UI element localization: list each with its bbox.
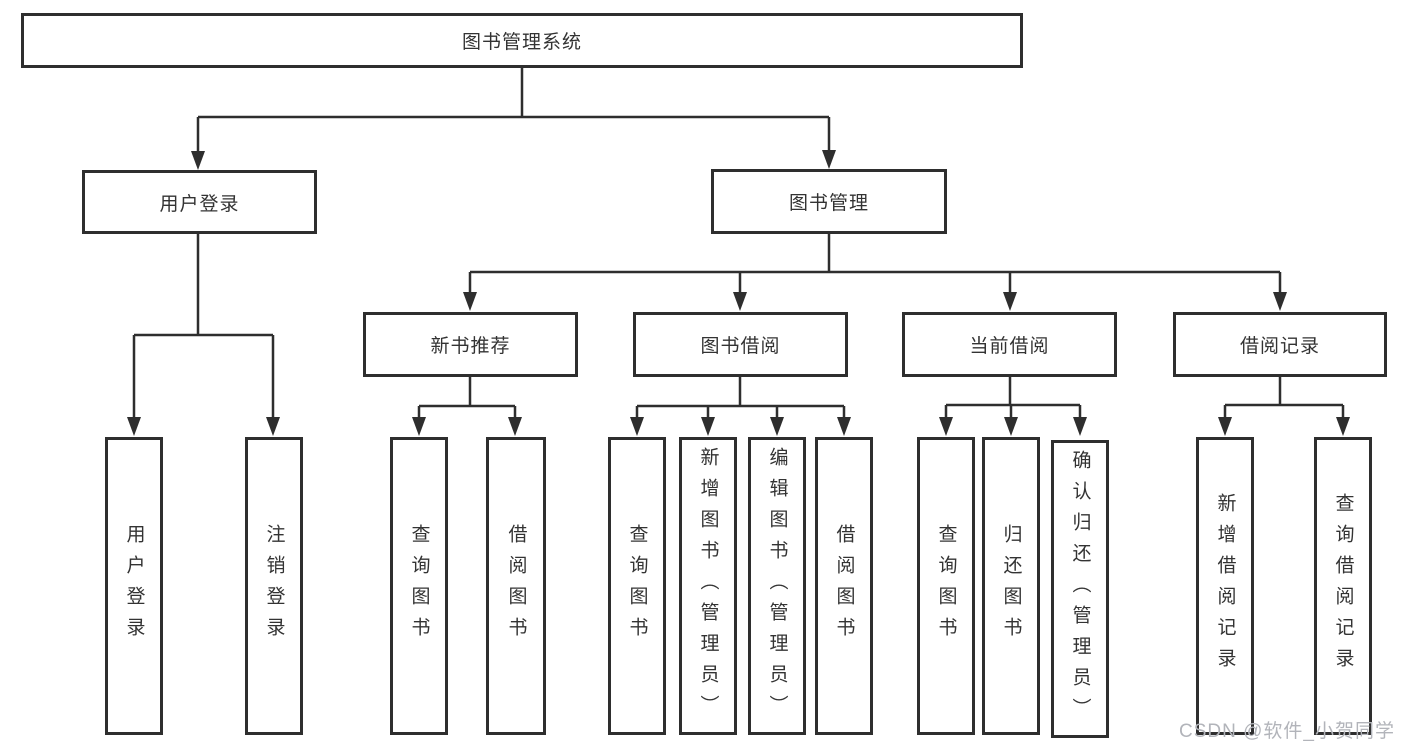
leaf-borrow-book-2: 借阅图书: [815, 437, 873, 735]
leaf-add-borrow-record: 新增借阅记录: [1196, 437, 1254, 735]
node-label: 用户登录: [123, 524, 145, 648]
leaf-logout: 注销登录: [245, 437, 303, 735]
arrowhead: [1073, 417, 1087, 436]
arrowhead: [1003, 292, 1017, 311]
arrowhead: [127, 417, 141, 436]
node-label: 新增图书（管理员）: [697, 446, 719, 726]
node-book-management: 图书管理: [711, 169, 947, 234]
connector-root-to-level2: [196, 68, 831, 151]
arrowhead: [770, 417, 784, 436]
connector-borrowrecord-to-leaves: [1223, 377, 1345, 418]
arrowhead: [463, 292, 477, 311]
leaf-confirm-return-admin: 确认归还（管理员）: [1051, 440, 1109, 738]
node-label: 用户登录: [159, 193, 240, 215]
connector-bookborrow-to-leaves: [635, 377, 846, 418]
leaf-query-book-3: 查询图书: [917, 437, 975, 735]
arrowhead: [266, 417, 280, 436]
node-current-borrow: 当前借阅: [902, 312, 1117, 377]
arrowhead: [508, 417, 522, 436]
node-library-management-system: 图书管理系统: [21, 13, 1023, 68]
node-user-login: 用户登录: [82, 170, 317, 234]
node-label: 借阅图书: [833, 524, 855, 648]
node-label: 图书管理系统: [461, 32, 582, 53]
node-label: 图书借阅: [700, 336, 781, 357]
node-label: 查询借阅记录: [1332, 493, 1354, 679]
node-label: 确认归还（管理员）: [1069, 449, 1091, 729]
arrowhead: [191, 151, 205, 170]
leaf-user-login: 用户登录: [105, 437, 163, 735]
node-label: 新增借阅记录: [1214, 493, 1236, 679]
arrowhead: [822, 150, 836, 169]
arrowhead: [939, 417, 953, 436]
connector-userlogin-to-leaves: [132, 234, 275, 418]
node-label: 借阅图书: [505, 524, 527, 648]
leaf-query-book-1: 查询图书: [390, 437, 448, 735]
node-label: 图书管理: [788, 193, 869, 214]
arrowhead: [412, 417, 426, 436]
leaf-borrow-book-1: 借阅图书: [486, 437, 546, 735]
leaf-return-book: 归还图书: [982, 437, 1040, 735]
arrowhead: [733, 292, 747, 311]
arrowhead: [701, 417, 715, 436]
arrowhead: [1004, 417, 1018, 436]
arrowhead: [1336, 417, 1350, 436]
node-label: 归还图书: [1000, 524, 1022, 648]
arrowhead: [630, 417, 644, 436]
node-label: 当前借阅: [969, 336, 1050, 357]
leaf-add-book-admin: 新增图书（管理员）: [679, 437, 737, 735]
node-label: 查询图书: [408, 524, 430, 648]
leaf-query-book-2: 查询图书: [608, 437, 666, 735]
node-label: 查询图书: [626, 524, 648, 648]
arrowhead: [1273, 292, 1287, 311]
connector-bookmgmt-to-level3: [468, 234, 1282, 293]
connector-currentborrow-to-leaves: [944, 377, 1082, 418]
leaf-edit-book-admin: 编辑图书（管理员）: [748, 437, 806, 735]
csdn-watermark: CSDN @软件_小贺同学: [1179, 721, 1395, 742]
arrowhead: [1218, 417, 1232, 436]
node-borrow-record: 借阅记录: [1173, 312, 1387, 377]
leaf-query-borrow-record: 查询借阅记录: [1314, 437, 1372, 735]
arrowhead: [837, 417, 851, 436]
node-label: 编辑图书（管理员）: [766, 446, 788, 726]
node-label: 借阅记录: [1239, 336, 1320, 357]
connector-newbook-to-leaves: [417, 377, 517, 418]
node-new-book-recommend: 新书推荐: [363, 312, 578, 377]
node-label: 新书推荐: [430, 336, 511, 357]
node-book-borrow: 图书借阅: [633, 312, 848, 377]
node-label: 注销登录: [263, 524, 285, 648]
node-label: 查询图书: [935, 524, 957, 648]
